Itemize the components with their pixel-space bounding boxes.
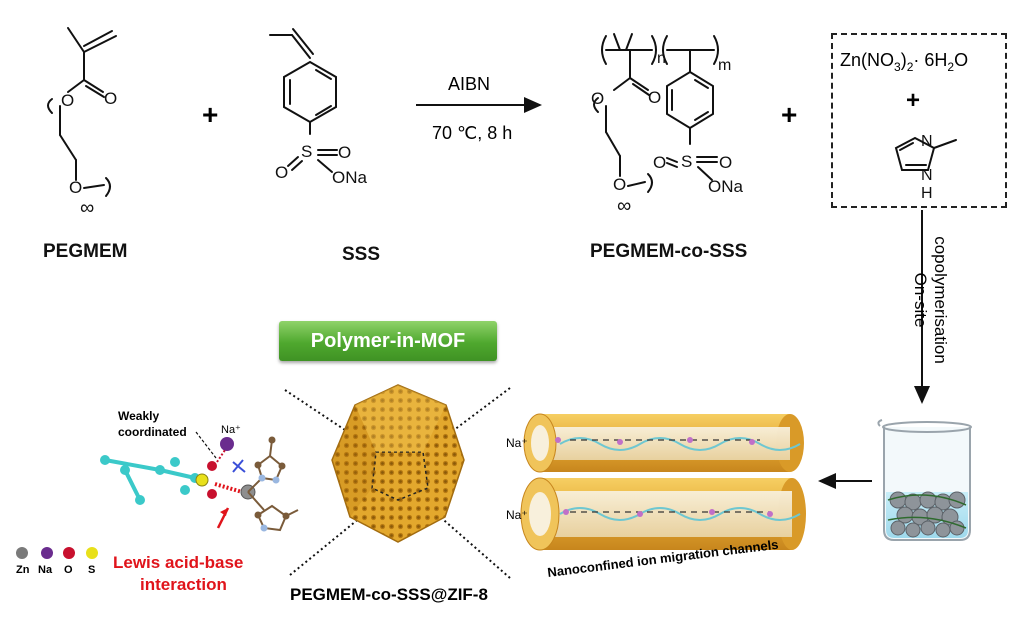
imidazole-h: H <box>921 185 933 202</box>
pegmem-o3: O <box>69 178 82 197</box>
pegmem-structure <box>47 27 117 197</box>
copolymer-o5: O <box>653 153 666 172</box>
reagent-label: AIBN <box>448 74 490 94</box>
channel-tubes <box>520 413 806 551</box>
polymer-in-mof-badge: Polymer-in-MOF <box>279 321 497 361</box>
zinc-nitrate-formula: Zn(NO3)2· 6H2O <box>840 50 968 74</box>
interaction-na: Na⁺ <box>221 424 241 436</box>
reactant2-label: SSS <box>342 244 381 265</box>
legend-s: S <box>88 564 95 576</box>
legend-o: O <box>64 564 73 576</box>
sss-o1: O <box>338 143 351 162</box>
plus-sign-3: + <box>906 87 920 114</box>
mof-label: PEGMEM-co-SSS@ZIF-8 <box>290 585 488 604</box>
product-label: PEGMEM-co-SSS <box>590 241 748 262</box>
conditions-label: 70 ℃, 8 h <box>432 123 512 143</box>
reactant1-label: PEGMEM <box>43 241 128 262</box>
pegmem-o1: O <box>61 91 74 110</box>
pegmem-infinity: ∞ <box>80 197 94 219</box>
imidazole-n2: N <box>921 167 933 184</box>
copolymer-o2: O <box>648 88 661 107</box>
lewis-label-1: Lewis acid-base <box>113 553 243 572</box>
copolymer-structure <box>593 33 719 193</box>
weakly-label-2: coordinated <box>118 425 187 439</box>
pegmem-o2: O <box>104 89 117 108</box>
sss-s: S <box>301 142 312 161</box>
copolymer-infinity: ∞ <box>617 195 631 217</box>
plus-sign-2: + <box>781 99 797 130</box>
atom-legend <box>16 547 98 559</box>
imidazole-n1: N <box>921 133 933 150</box>
copolymer-o4: O <box>719 153 732 172</box>
legend-zn: Zn <box>16 564 30 576</box>
molecular-model <box>100 431 299 532</box>
copolymer-o3: O <box>613 175 626 194</box>
weakly-label-1: Weakly <box>118 409 159 423</box>
lewis-label-2: interaction <box>140 575 227 594</box>
copolymer-n: n <box>657 50 666 67</box>
plus-sign-1: + <box>202 99 218 130</box>
zinc-precursor-box <box>831 33 1007 208</box>
copolymer-ona: ONa <box>708 177 744 196</box>
mof-crystal <box>284 384 511 579</box>
process-label-line1: On-site <box>911 273 930 328</box>
channel-na-top: Na⁺ <box>506 436 528 450</box>
copolymer-o1: O <box>591 89 604 108</box>
channel-na-bottom: Na⁺ <box>506 508 528 522</box>
process-label-line2: copolymerisation <box>931 236 950 364</box>
beaker-illustration <box>877 419 972 541</box>
copolymer-s: S <box>681 152 692 171</box>
legend-na: Na <box>38 564 53 576</box>
sss-ona: ONa <box>332 168 368 187</box>
sss-o2: O <box>275 163 288 182</box>
imidazole-structure <box>894 136 957 171</box>
sss-structure <box>269 28 338 173</box>
copolymer-m: m <box>718 57 731 74</box>
